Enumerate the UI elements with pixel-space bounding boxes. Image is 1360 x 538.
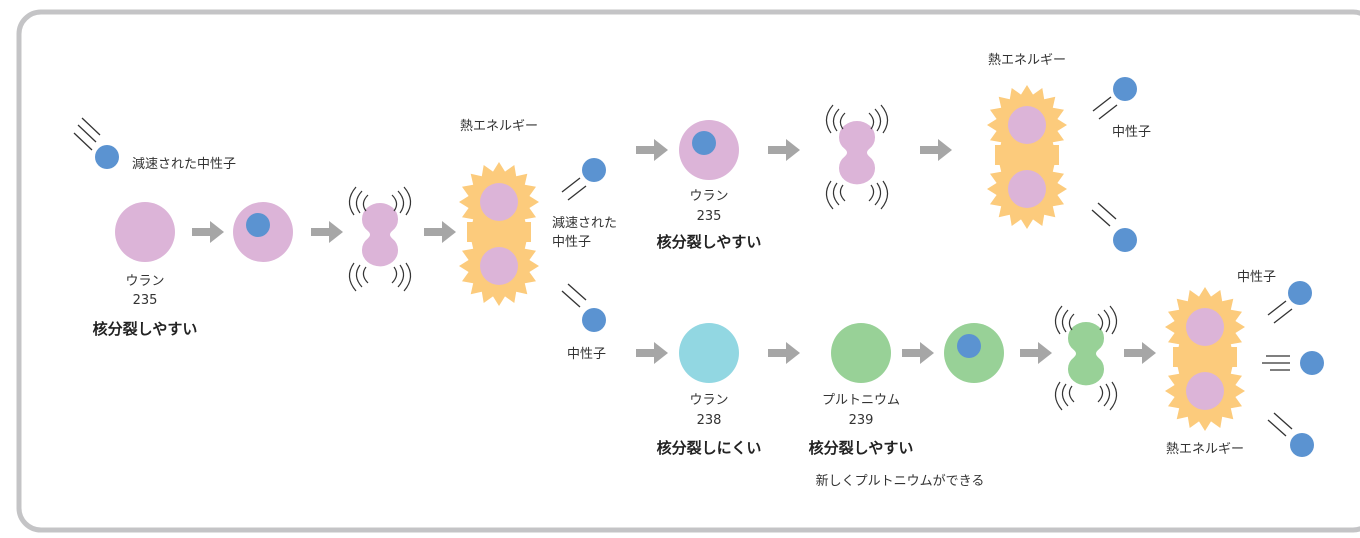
- nucleus-fragment-icon: [1008, 106, 1046, 144]
- nucleus-fragment-icon: [480, 247, 518, 285]
- neutron-icon: [1288, 281, 1312, 305]
- arrow-icon: [192, 221, 224, 243]
- label-neutron: 中性子: [567, 347, 607, 362]
- arrow-icon: [424, 221, 456, 243]
- neutron-icon: [95, 145, 119, 169]
- heat-burst-icon: [459, 162, 539, 306]
- motion-lines-icon: [561, 283, 587, 308]
- vibration-icon: [1054, 305, 1118, 411]
- nucleus-fragment-icon: [1008, 170, 1046, 208]
- label-plutonium: プルトニウム: [821, 393, 901, 408]
- heat-burst-icon: [1165, 287, 1245, 431]
- vibration-icon: [825, 104, 889, 210]
- neutron-icon: [246, 213, 270, 237]
- label-fission-easy: 核分裂しやすい: [656, 233, 762, 251]
- label-fission-hard: 核分裂しにくい: [656, 439, 762, 457]
- heat-burst-icon: [987, 85, 1067, 229]
- label-fission-easy: 核分裂しやすい: [92, 320, 198, 338]
- nucleus-fragment-icon: [1186, 308, 1224, 346]
- arrow-icon: [902, 342, 934, 364]
- neutron-icon: [1290, 433, 1314, 457]
- heat-spike-bridge: [467, 222, 531, 242]
- label-plutonium-caption: 新しくプルトニウムができる: [815, 474, 985, 489]
- label-neutron: 中性子: [1237, 270, 1277, 285]
- label-uranium-number: 235: [696, 209, 722, 224]
- label-fission-easy: 核分裂しやすい: [808, 439, 914, 457]
- neutron-icon: [582, 308, 606, 332]
- label-heat-energy: 熱エネルギー: [1165, 442, 1245, 457]
- heat-spike-bridge: [1173, 347, 1237, 367]
- nucleus-fragment-icon: [1186, 372, 1224, 410]
- arrow-icon: [768, 139, 800, 161]
- label-heat-energy: 熱エネルギー: [987, 53, 1067, 68]
- neutron-icon: [1113, 77, 1137, 101]
- motion-lines-icon: [1267, 412, 1293, 437]
- motion-lines-icon: [1092, 96, 1118, 120]
- motion-lines-icon: [1267, 300, 1293, 324]
- motion-lines-icon: [73, 117, 101, 151]
- vibration-icon: [348, 186, 412, 292]
- nucleus-icon: [831, 323, 891, 383]
- motion-lines-icon: [561, 177, 587, 201]
- neutron-icon: [1300, 351, 1324, 375]
- nucleus-icon: [679, 323, 739, 383]
- neutron-icon: [692, 131, 716, 155]
- label-plutonium-number: 239: [848, 413, 874, 428]
- label-neutron: 中性子: [1112, 125, 1152, 140]
- label-uranium: ウラン: [689, 189, 729, 204]
- label-neutron: 中性子: [552, 235, 592, 250]
- label-uranium-number: 238: [696, 413, 722, 428]
- neutron-icon: [957, 334, 981, 358]
- motion-lines-icon: [1091, 202, 1117, 227]
- diagram-frame: [16, 9, 1360, 533]
- arrow-icon: [636, 342, 668, 364]
- arrow-icon: [768, 342, 800, 364]
- label-slowed-neutron: 減速された中性子: [132, 157, 237, 172]
- label-uranium: ウラン: [689, 393, 729, 408]
- label-slowed-neutron: 減速された: [552, 216, 618, 231]
- neutron-icon: [582, 158, 606, 182]
- heat-spike-bridge: [995, 145, 1059, 165]
- nucleus-icon: [115, 202, 175, 262]
- arrow-icon: [1124, 342, 1156, 364]
- motion-lines-icon: [1262, 355, 1290, 371]
- arrow-icon: [920, 139, 952, 161]
- neutron-icon: [1113, 228, 1137, 252]
- label-uranium: ウラン: [125, 274, 165, 289]
- arrow-icon: [636, 139, 668, 161]
- label-uranium-number: 235: [132, 293, 158, 308]
- arrow-icon: [311, 221, 343, 243]
- label-heat-energy: 熱エネルギー: [459, 119, 539, 134]
- arrow-icon: [1020, 342, 1052, 364]
- nucleus-fragment-icon: [480, 183, 518, 221]
